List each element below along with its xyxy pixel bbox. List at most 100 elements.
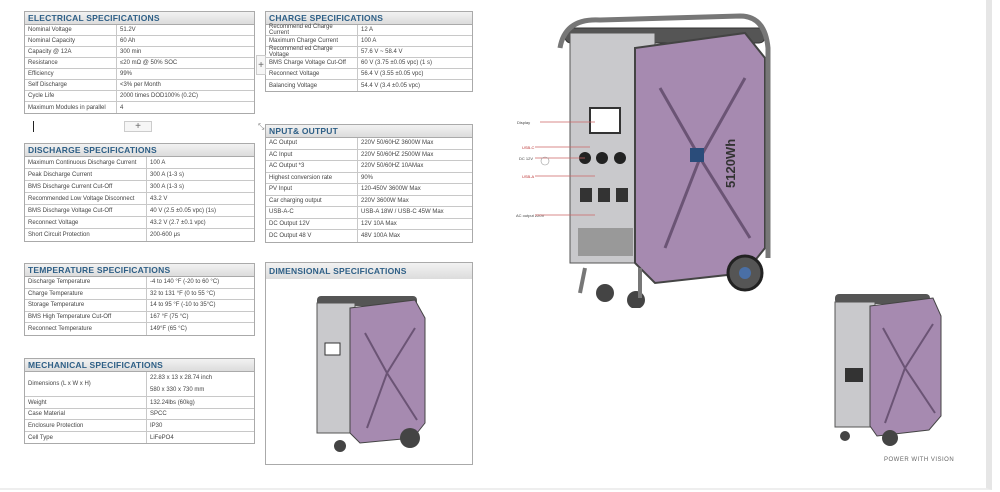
row-value: 57.6 V ~ 58.4 V [358, 47, 406, 57]
value-text: 54.4 V (3.4 ±0.05 vpc) [361, 82, 420, 89]
resize-handle-icon[interactable]: ⤡ [258, 122, 265, 131]
value-text: 14 to 95 °F (-10 to 35°C) [150, 302, 216, 309]
row-label: Recommend ed Charge Voltage [266, 46, 358, 58]
table-title: TEMPERATURE SPECIFICATIONS [25, 264, 254, 277]
row-value: 200-600 μs [147, 229, 183, 241]
row-label: Maximum Modules in parallel [25, 102, 117, 113]
row-value: 167 °F (75 °C) [147, 312, 191, 323]
row-label: Charge Temperature [25, 288, 147, 299]
row-label: Recommended Low Voltage Disconnect [25, 193, 147, 204]
row-label: BMS Charge Voltage Cut-Off [266, 58, 358, 68]
brand-tagline: POWER WITH VISION [884, 457, 955, 463]
value-text: ≤20 mΩ @ 50% SOC [120, 60, 178, 66]
row-value: 90% [358, 173, 376, 184]
value-text: 43.2 V [150, 195, 168, 202]
row-value: LiFePO4 [147, 432, 177, 444]
table-row: Resistance≤20 mΩ @ 50% SOC [25, 58, 254, 69]
product-drawing-dimensional [316, 296, 426, 452]
table-title: ELECTRICAL SPECIFICATIONS [25, 12, 254, 25]
row-label: Peak Discharge Current [25, 169, 147, 180]
row-value: <3% per Month [117, 80, 164, 90]
row-label: BMS High Temperature Cut-Off [25, 311, 147, 322]
row-value: 300 A (1-3 s) [147, 181, 187, 192]
row-label: PV Input [266, 184, 358, 195]
callout-usb-a: USB-A [522, 174, 535, 179]
row-value: ≤20 mΩ @ 50% SOC [117, 58, 180, 68]
value-text: 220V 50/60HZ 10AMax [361, 163, 424, 170]
value-text: 40 V (2.5 ±0.05 vpc) (1s) [150, 207, 216, 214]
row-value: 300 A (1-3 s) [147, 169, 187, 180]
row-value: 60 Ah [117, 36, 138, 46]
callout-usb-c: USB-C [522, 145, 535, 150]
row-value: USB-A 18W / USB-C 45W Max [358, 207, 447, 218]
dimensional-title: DIMENSIONAL SPECIFICATIONS [266, 263, 472, 279]
row-label: Case Material [25, 408, 147, 420]
row-label: BMS Discharge Current Cut-Off [25, 181, 147, 192]
callout-display: Display [517, 120, 531, 125]
table-title: MECHANICAL SPECIFICATIONS [25, 359, 254, 372]
row-value: 12 A [358, 25, 376, 35]
row-value: 220V 3600W Max [358, 196, 412, 207]
add-column-button[interactable]: + [256, 55, 266, 75]
value-text: 132.24lbs (60kg) [150, 399, 195, 406]
value-text: 149°F (65 °C) [150, 325, 187, 332]
row-value: 43.2 V (2.7 ±0.1 vpc) [147, 217, 209, 228]
row-value: 220V 50/60HZ 2500W Max [358, 150, 436, 161]
row-label: Maximum Continuous Discharge Current [25, 157, 147, 168]
row-label: Cell Type [25, 431, 147, 444]
row-label: Reconnect Voltage [266, 69, 358, 79]
value-text: 60 Ah [120, 38, 136, 44]
row-label: Cycle Life [25, 91, 117, 101]
row-label: Reconnect Voltage [25, 217, 147, 228]
row-label: DC Output 12V [266, 218, 358, 229]
value-text: 4 [120, 104, 124, 111]
row-value: 220V 50/60HZ 3600W Max [358, 138, 436, 149]
value-text: 56.4 V (3.55 ±0.05 vpc) [361, 71, 424, 77]
value-text: USB-A 18W / USB-C 45W Max [361, 209, 444, 216]
row-label: Nominal Voltage [25, 25, 117, 35]
value-text: 12V 10A Max [361, 220, 397, 227]
add-row-button[interactable]: + [124, 121, 152, 132]
table-row: Dimensions (L x W x H)22.83 x 13 x 28.74… [25, 372, 254, 398]
row-label: USB-A-C [266, 207, 358, 218]
row-value: 2000 times DOD100% (0.2C) [117, 91, 201, 101]
row-label: AC Output [266, 138, 358, 149]
row-label: Dimensions (L x W x H) [25, 372, 147, 397]
value-text: LiFePO4 [150, 434, 174, 441]
value-text: 100 A [150, 159, 166, 166]
row-label: Recommend ed Charge Current [266, 24, 358, 36]
row-label: Highest conversion rate [266, 172, 358, 183]
value-text: 220V 50/60HZ 2500W Max [361, 151, 434, 158]
row-label: DC Output 48 V [266, 230, 358, 242]
row-label: AC Output *3 [266, 161, 358, 172]
row-label: AC Input [266, 149, 358, 160]
row-label: Self Discharge [25, 80, 117, 90]
value-text: 32 to 131 °F (0 to 55 °C) [150, 290, 216, 297]
row-value: -4 to 140 °F (-20 to 60 °C) [147, 277, 222, 288]
value-text: 60 V (3.75 ±0.05 vpc) (1 s) [361, 60, 432, 66]
row-value: 56.4 V (3.55 ±0.05 vpc) [358, 69, 426, 79]
row-value: 220V 50/60HZ 10AMax [358, 161, 426, 172]
table-title: NPUT& OUTPUT [266, 125, 472, 138]
row-value: 60 V (3.75 ±0.05 vpc) (1 s) [358, 58, 435, 68]
